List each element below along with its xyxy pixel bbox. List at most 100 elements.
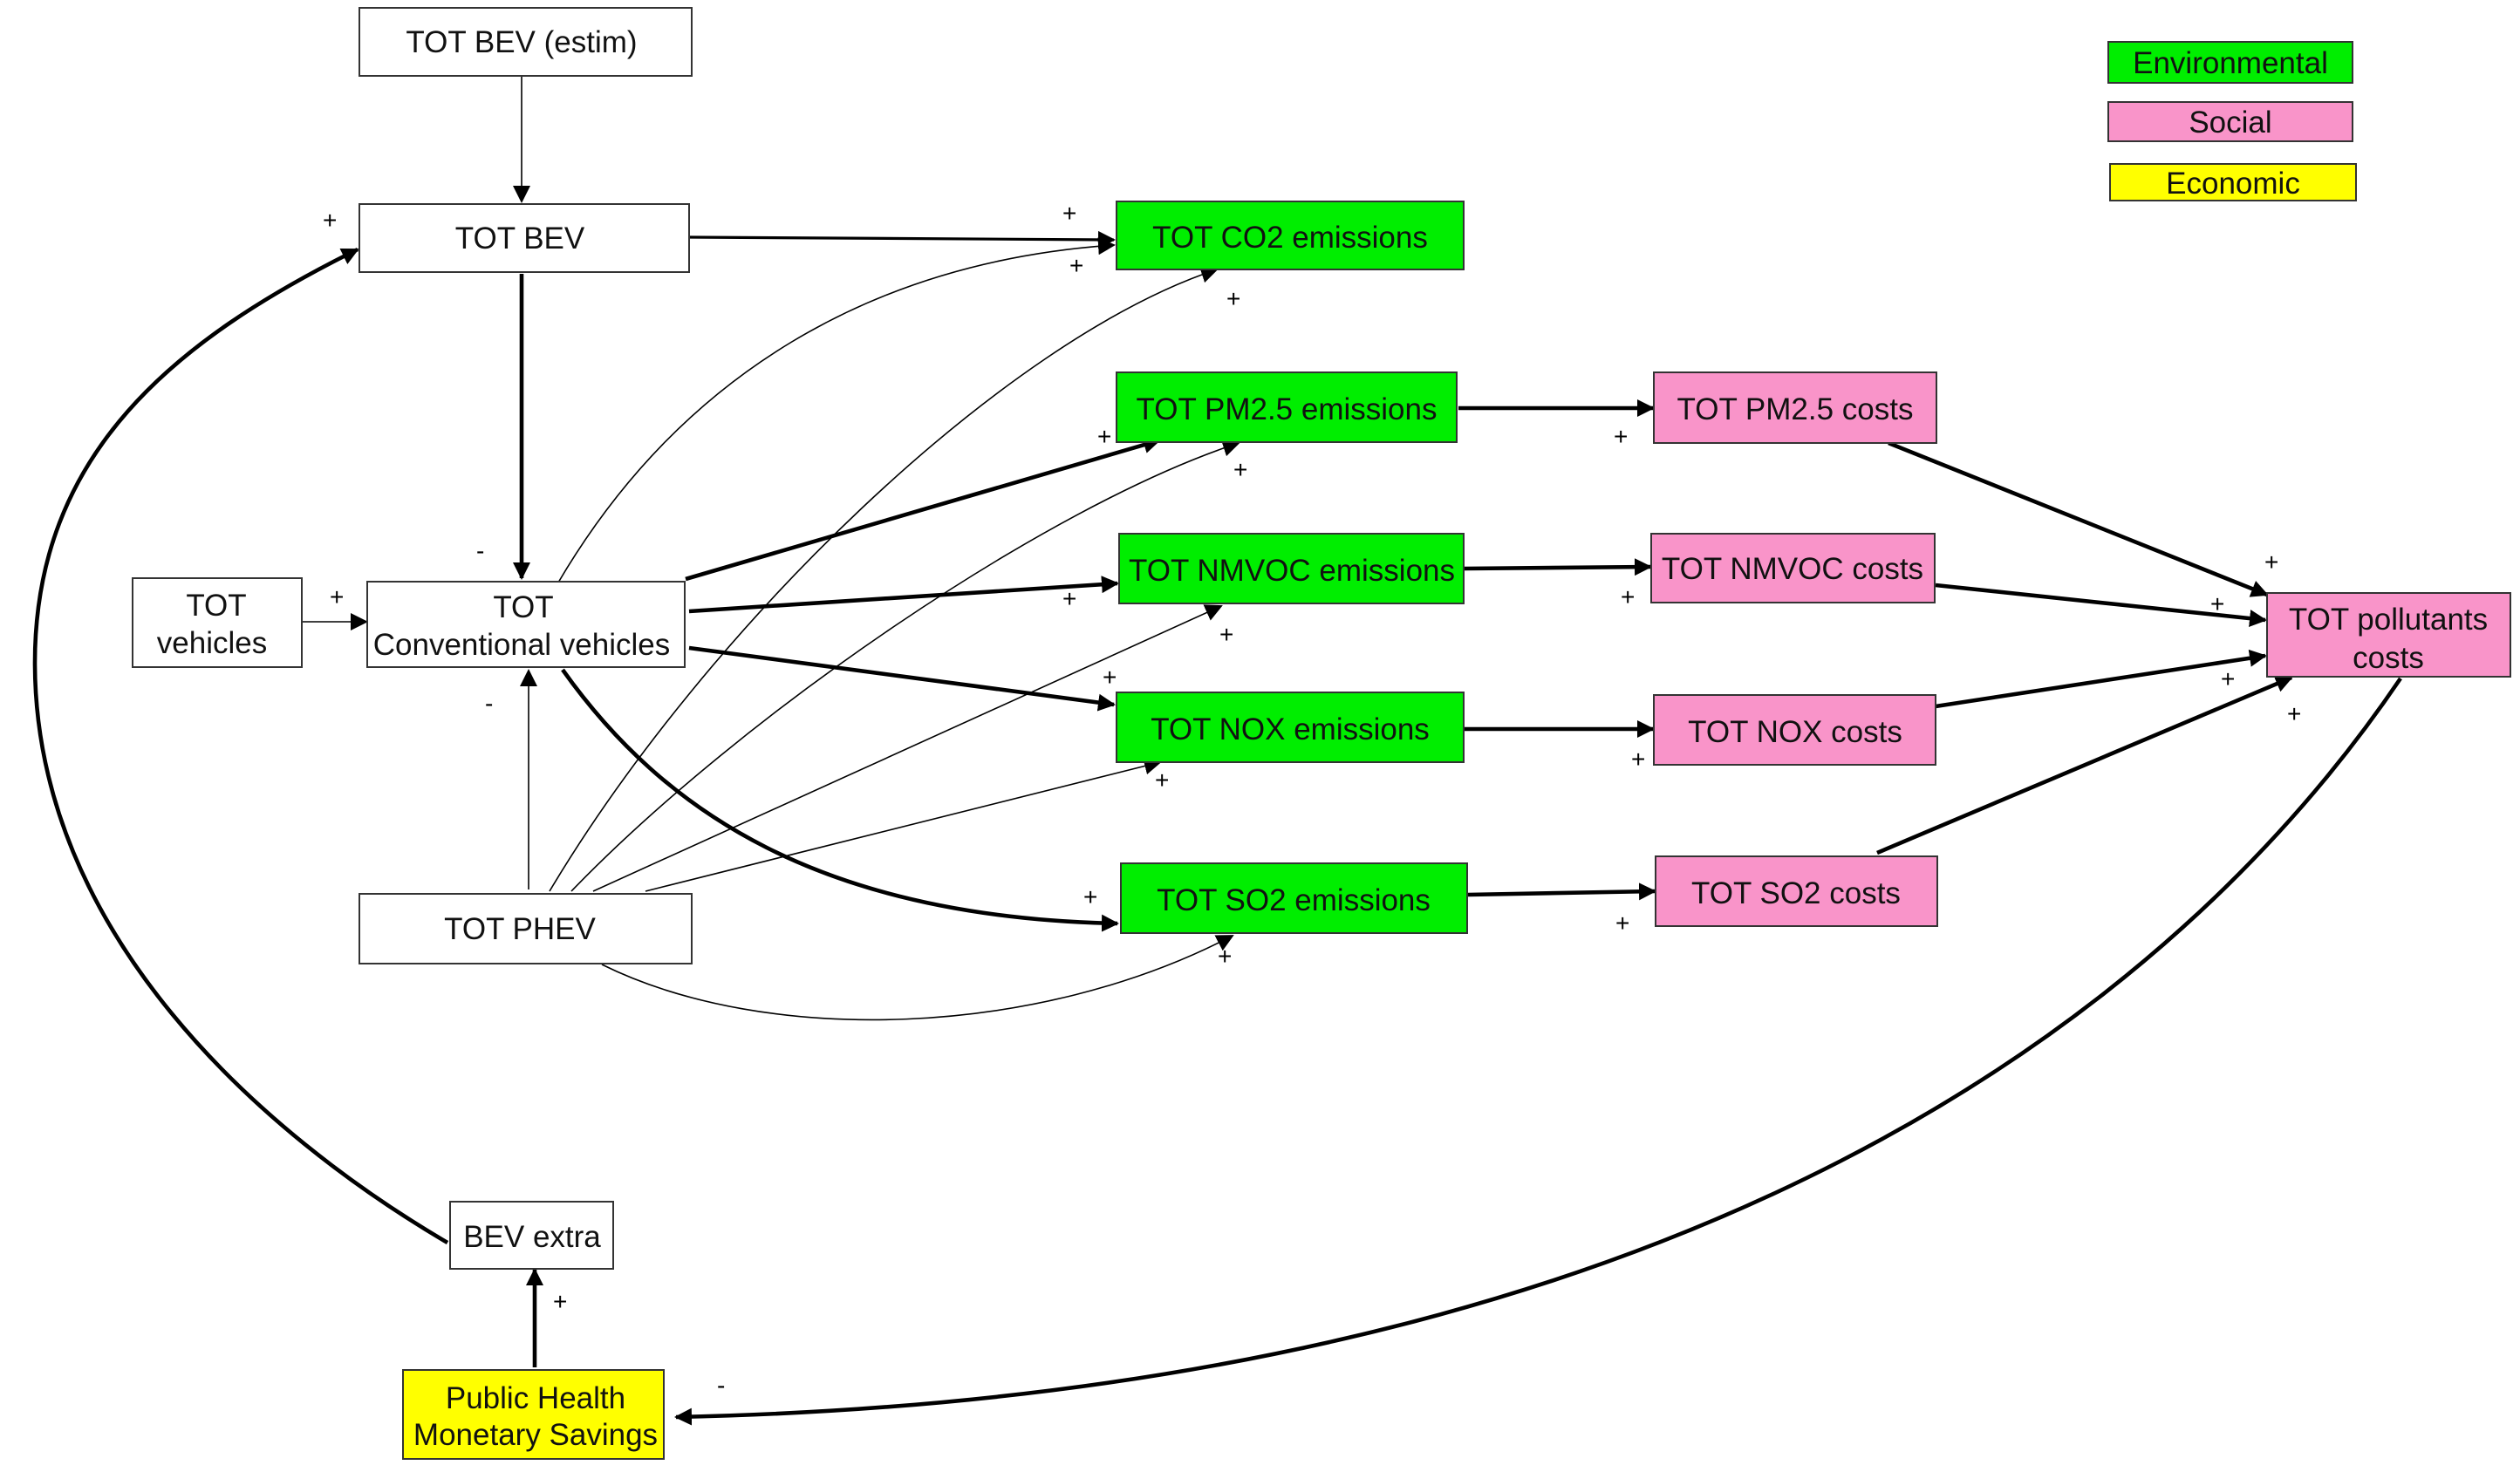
legend: Environmental Social Economic — [2107, 41, 2357, 201]
sign-phev-to-nmvoc: + — [1219, 621, 1233, 648]
sign-conv-to-so2: + — [1083, 883, 1097, 910]
sign-vehicles-to-conv: + — [330, 583, 344, 610]
node-label: TOT NOX costs — [1688, 715, 1902, 749]
legend-environmental: Environmental — [2107, 41, 2353, 84]
node-so2-costs: TOT SO2 costs — [1655, 855, 1938, 927]
sign-phev-to-co2: + — [1069, 252, 1083, 279]
node-label: TOT BEV — [455, 221, 585, 256]
node-label-line-2: costs — [2353, 641, 2424, 675]
legend-label-social: Social — [2189, 106, 2271, 140]
node-box — [2266, 592, 2511, 678]
node-label: TOT BEV (estim) — [406, 25, 637, 59]
sign-bev-to-conv: - — [476, 537, 484, 564]
polarity-signs: + + + + - + - + + + + + + + + + + + + + … — [323, 200, 2301, 1399]
node-label: TOT PHEV — [444, 912, 596, 946]
sign-conv-to-nmvoc: + — [1062, 585, 1076, 612]
node-pm25-costs: TOT PM2.5 costs — [1653, 371, 1937, 444]
edge-conventional-to-nmvoc — [688, 576, 1119, 614]
node-box — [1650, 533, 1936, 603]
edge-conventional-to-so2 — [561, 668, 1119, 932]
node-label-line-1: TOT — [186, 589, 246, 623]
edge-total-to-public-health — [674, 677, 2402, 1426]
edge-phev-to-co2 — [549, 266, 1219, 892]
sign-pm25-to-costs: + — [1614, 423, 1628, 450]
edge-phev-to-nmvoc — [592, 604, 1223, 892]
sign-bev-to-co2: + — [1062, 200, 1076, 227]
sign-so2c-to-total: + — [2287, 700, 2301, 727]
node-so2-emissions: TOT SO2 emissions — [1120, 862, 1468, 934]
node-label: TOT NOX emissions — [1151, 712, 1430, 746]
node-box — [1655, 855, 1938, 927]
edge-pm25-costs-to-total — [1888, 440, 2269, 597]
sign-noxc-to-total: + — [2221, 665, 2235, 692]
legend-swatch-environmental — [2107, 41, 2353, 84]
node-tot-conventional-vehicles: TOT Conventional vehicles — [366, 581, 686, 668]
edge-phev-to-nox — [645, 757, 1162, 892]
node-label: TOT PM2.5 emissions — [1137, 392, 1438, 426]
node-pollutants-costs: TOT pollutants costs — [2266, 592, 2511, 678]
legend-social: Social — [2107, 101, 2353, 142]
node-label-line-1: TOT pollutants — [2289, 603, 2488, 637]
sign-so2-to-costs: + — [1615, 910, 1629, 937]
node-box — [1653, 371, 1937, 444]
legend-swatch-social — [2107, 101, 2353, 142]
node-label-line-1: Public Health — [446, 1381, 625, 1415]
sign-nmvoc-to-costs: + — [1621, 583, 1635, 610]
node-label: TOT NMVOC emissions — [1129, 554, 1455, 588]
node-box — [132, 577, 303, 668]
edge-conventional-to-pm25 — [685, 436, 1161, 582]
sign-total-to-health: - — [717, 1372, 725, 1399]
node-tot-vehicles: TOT vehicles — [132, 577, 303, 668]
sign-health-to-bev-extra: + — [553, 1288, 567, 1315]
node-box — [1116, 371, 1458, 443]
legend-label-environmental: Environmental — [2133, 46, 2328, 80]
edge-bev-to-co2 — [688, 230, 1116, 249]
node-label: TOT PM2.5 costs — [1677, 392, 1913, 426]
sign-conv-to-co2: + — [1226, 285, 1240, 312]
node-box — [1116, 692, 1465, 763]
legend-label-economic: Economic — [2166, 167, 2300, 201]
node-label: TOT CO2 emissions — [1152, 221, 1428, 255]
node-label-line-2: vehicles — [157, 626, 267, 660]
node-nox-costs: TOT NOX costs — [1653, 694, 1936, 766]
sign-pm25c-to-total: + — [2264, 549, 2278, 576]
sign-phev-to-conv: - — [485, 690, 493, 717]
node-label: BEV extra — [463, 1220, 601, 1254]
sign-conv-to-nox: + — [1103, 664, 1117, 691]
sign-phev-to-nox: + — [1155, 767, 1169, 794]
node-label: TOT SO2 emissions — [1157, 883, 1431, 917]
sign-phev-to-pm25: + — [1233, 456, 1247, 483]
node-co2-emissions: TOT CO2 emissions — [1116, 201, 1465, 270]
node-label: TOT NMVOC costs — [1662, 552, 1923, 586]
edge-so2-costs-to-total — [1876, 675, 2293, 855]
edge-so2-to-so2-costs — [1467, 883, 1656, 901]
node-box — [1120, 862, 1468, 934]
edge-conventional-to-co2 — [557, 237, 1116, 583]
sign-conv-to-pm25: + — [1097, 423, 1111, 450]
node-label-line-1: TOT — [493, 590, 553, 624]
node-box — [359, 7, 693, 77]
edge-phev-to-so2 — [601, 935, 1234, 1021]
node-box — [1116, 201, 1465, 270]
node-box — [366, 581, 686, 668]
edge-conventional-to-nox — [688, 645, 1116, 712]
node-box — [1118, 533, 1465, 604]
node-label: TOT SO2 costs — [1691, 876, 1901, 910]
node-tot-phev: TOT PHEV — [359, 893, 693, 964]
edges — [32, 76, 2402, 1426]
node-bev-extra: BEV extra — [449, 1201, 614, 1270]
node-label-line-2: Monetary Savings — [413, 1418, 658, 1452]
node-box — [1653, 694, 1936, 766]
sign-phev-to-so2: + — [1218, 943, 1232, 970]
node-label-line-2: Conventional vehicles — [373, 628, 670, 662]
node-pm25-emissions: TOT PM2.5 emissions — [1116, 371, 1458, 443]
sign-nmvocc-to-total: + — [2210, 590, 2224, 617]
node-box — [359, 203, 690, 273]
edge-bev-extra-to-bev — [32, 247, 449, 1244]
edge-phev-to-pm25 — [570, 440, 1240, 892]
legend-economic: Economic — [2109, 163, 2357, 201]
sign-nox-to-costs: + — [1631, 746, 1645, 773]
node-nox-emissions: TOT NOX emissions — [1116, 692, 1465, 763]
node-nmvoc-emissions: TOT NMVOC emissions — [1118, 533, 1465, 604]
